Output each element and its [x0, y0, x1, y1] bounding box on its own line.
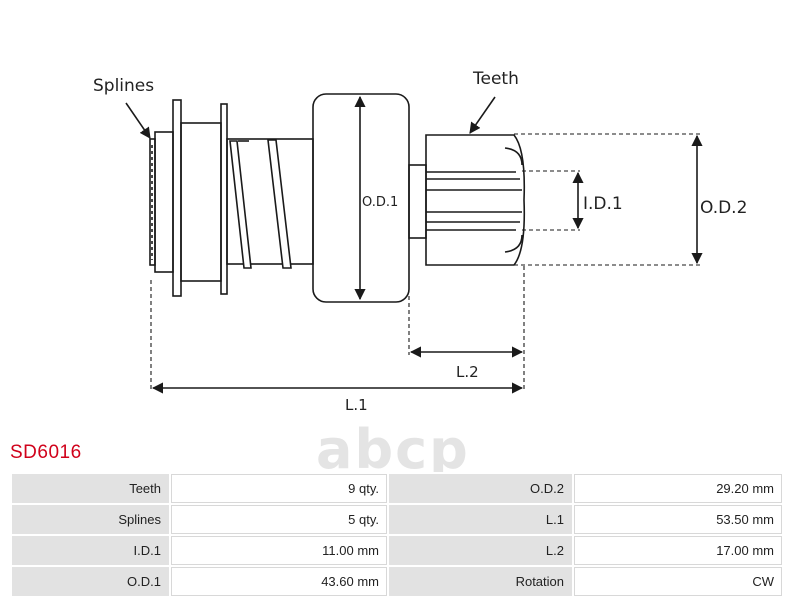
watermark: abcp [316, 418, 470, 481]
spec-label: O.D.2 [387, 472, 574, 505]
spec-label: Rotation [387, 565, 574, 598]
teeth-leader [469, 96, 496, 134]
l2-label: L.2 [456, 363, 479, 381]
part-number: SD6016 [10, 442, 82, 463]
spec-value: 29.20 mm [572, 472, 784, 505]
splines-shape [149, 99, 228, 297]
spec-value: 43.60 mm [169, 565, 389, 598]
table-row: I.D.1 11.00 mm L.2 17.00 mm [10, 534, 784, 567]
spring-shape [226, 138, 314, 269]
spec-value: 9 qty. [169, 472, 389, 505]
pinion-gear-shape [425, 134, 526, 266]
table-row: O.D.1 43.60 mm Rotation CW [10, 565, 784, 598]
spec-value: CW [572, 565, 784, 598]
id1-label: I.D.1 [583, 194, 623, 214]
spec-label: Teeth [10, 472, 171, 505]
spec-value: 5 qty. [169, 503, 389, 536]
od1-label: O.D.1 [362, 195, 398, 210]
spec-label: Splines [10, 503, 171, 536]
spec-label: L.2 [387, 534, 574, 567]
spec-table: Teeth 9 qty. O.D.2 29.20 mm Splines 5 qt… [10, 472, 784, 598]
spec-value: 17.00 mm [572, 534, 784, 567]
spec-value: 53.50 mm [572, 503, 784, 536]
shaft-shape [408, 164, 427, 239]
spec-value: 11.00 mm [169, 534, 389, 567]
l1-label: L.1 [345, 396, 368, 414]
spec-label: O.D.1 [10, 565, 171, 598]
table-row: Teeth 9 qty. O.D.2 29.20 mm [10, 472, 784, 505]
starter-drive-diagram: Splines Teeth O.D.1 I.D.1 O.D.2 L.2 L.1 [93, 69, 747, 414]
spec-label: L.1 [387, 503, 574, 536]
od2-label: O.D.2 [700, 198, 747, 218]
table-row: Splines 5 qty. L.1 53.50 mm [10, 503, 784, 536]
splines-label: Splines [93, 76, 154, 96]
splines-leader [125, 102, 151, 139]
teeth-label: Teeth [472, 69, 519, 89]
spec-label: I.D.1 [10, 534, 171, 567]
